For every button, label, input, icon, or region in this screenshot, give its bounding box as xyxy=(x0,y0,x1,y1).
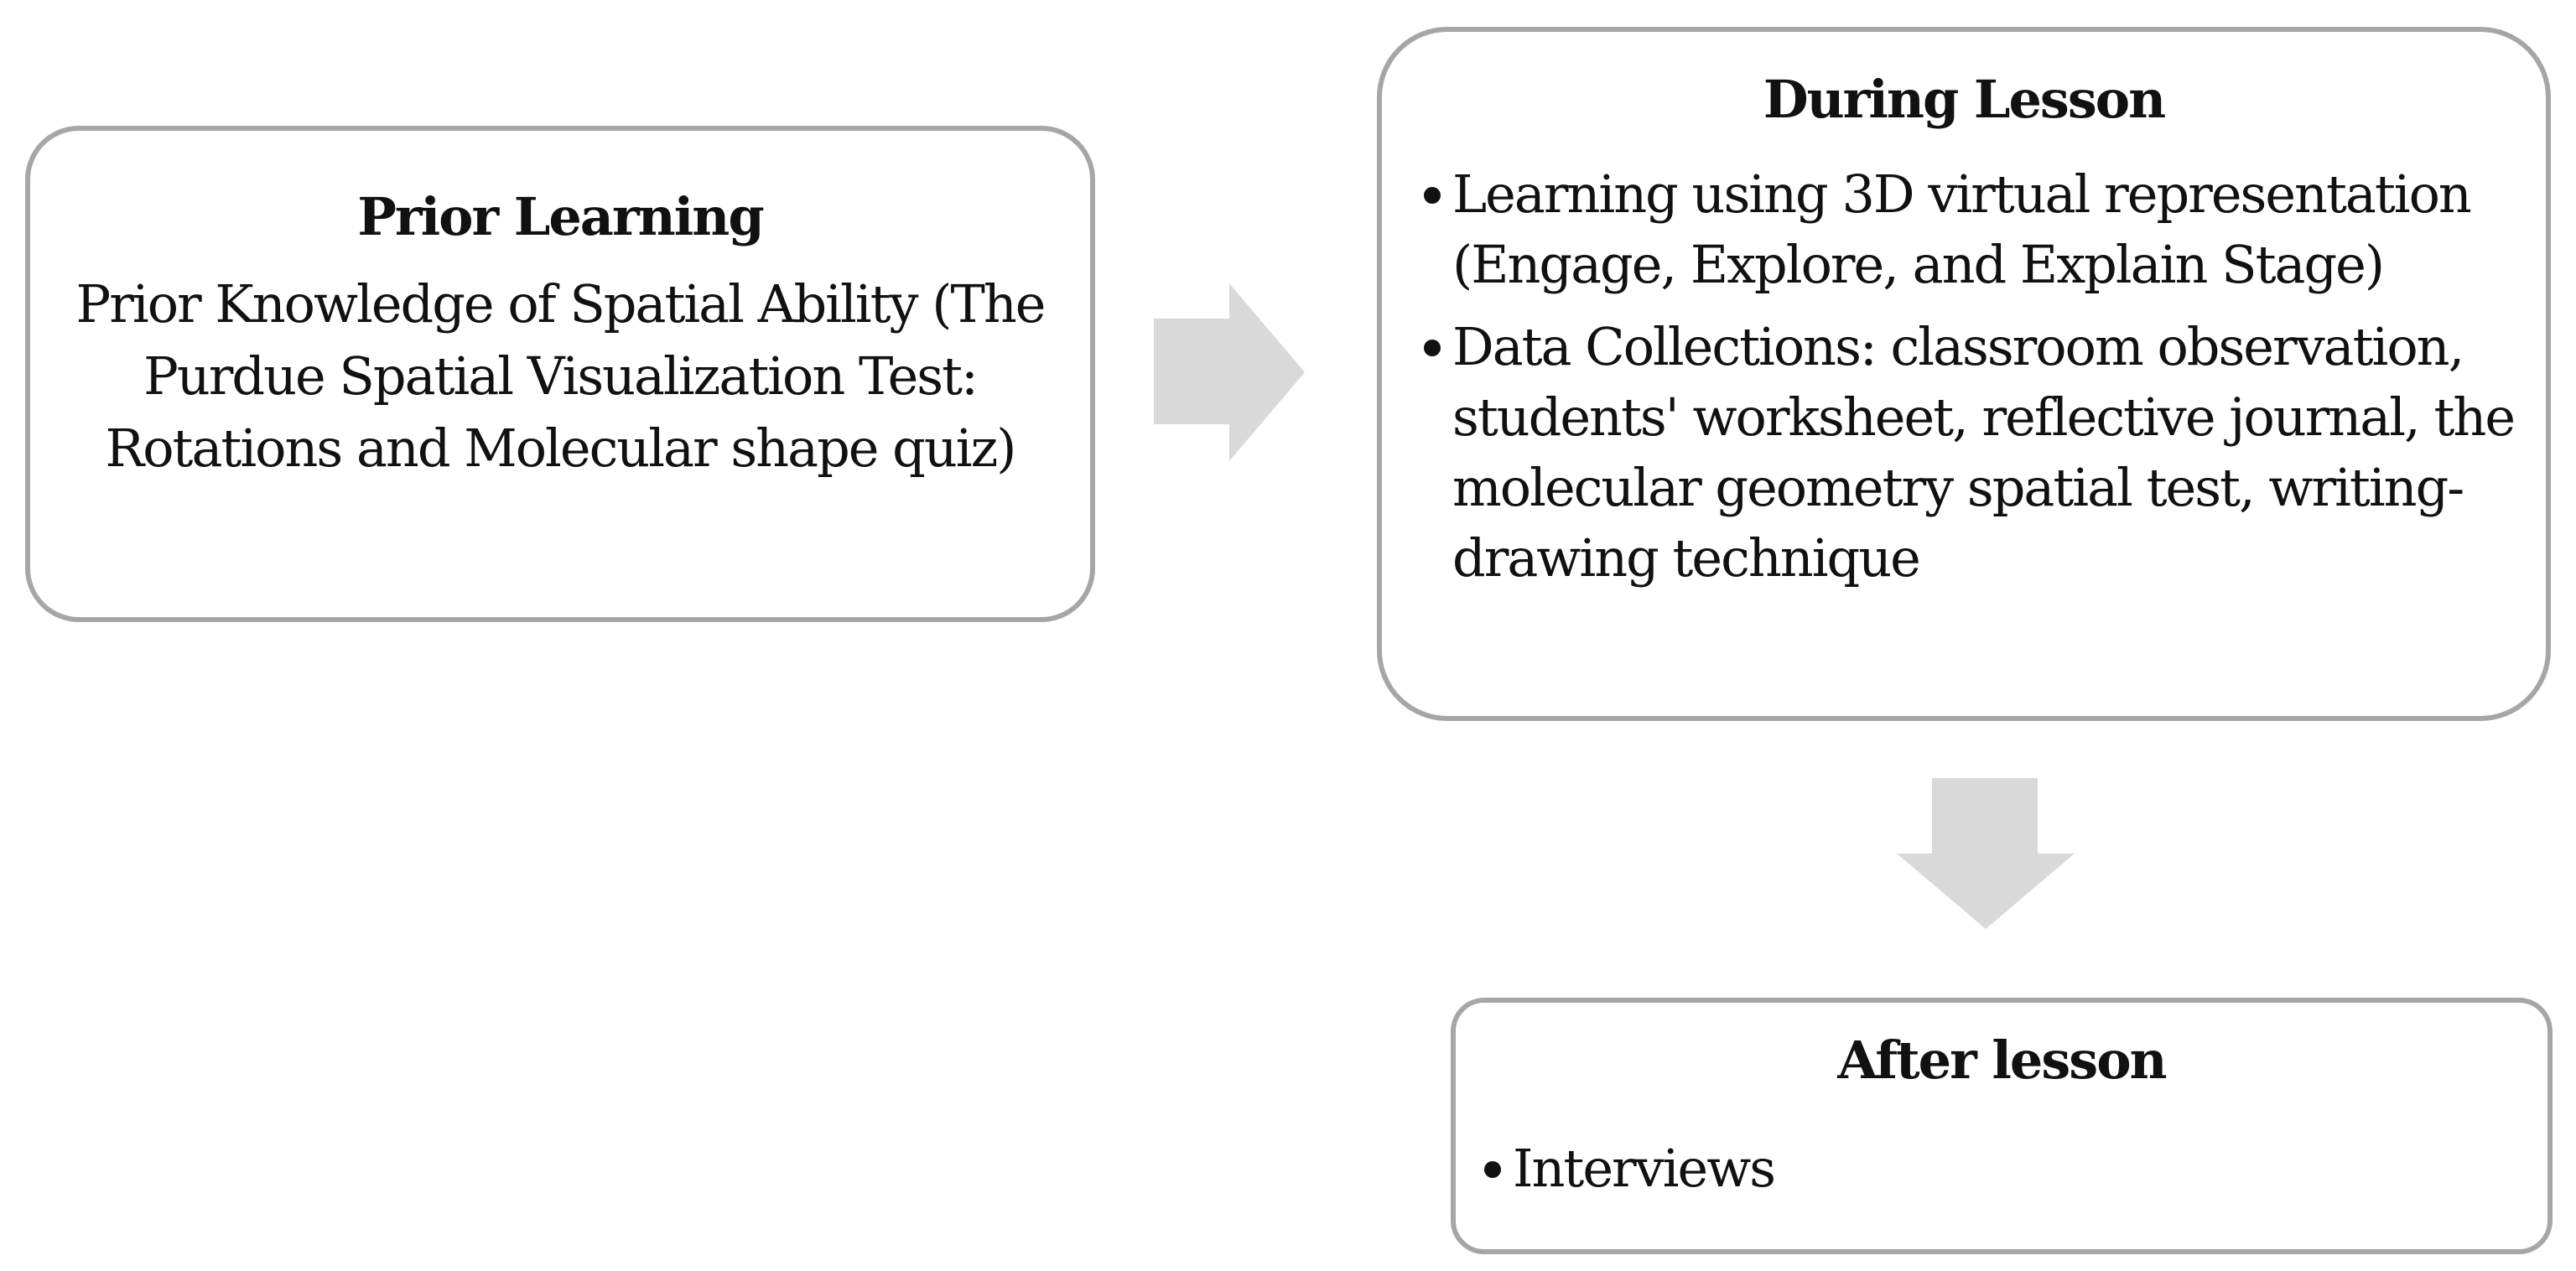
after-item-text: Interviews xyxy=(1513,1138,1776,1199)
bullet-icon xyxy=(1484,1161,1501,1178)
prior-learning-title: Prior Learning xyxy=(357,186,764,247)
bullet-icon xyxy=(1424,187,1441,204)
prior-learning-text: Prior Knowledge of Spatial Ability (The … xyxy=(75,273,1046,479)
bullet-icon xyxy=(1424,340,1441,356)
list-item: Interviews xyxy=(1481,1134,2547,1204)
right-arrow-icon xyxy=(1154,283,1305,461)
list-item: Data Collections: classroom observation,… xyxy=(1420,312,2529,594)
prior-learning-box: Prior Learning Prior Knowledge of Spatia… xyxy=(25,126,1095,622)
during-item-text: Learning using 3D virtual representation… xyxy=(1452,163,2472,295)
list-item: Learning using 3D virtual representation… xyxy=(1420,159,2529,300)
during-item-text: Data Collections: classroom observation,… xyxy=(1452,316,2516,589)
during-lesson-box: During Lesson Learning using 3D virtual … xyxy=(1377,27,2551,721)
after-lesson-box: After lesson Interviews xyxy=(1451,998,2553,1254)
after-lesson-list: Interviews xyxy=(1456,1134,2547,1204)
during-lesson-title: During Lesson xyxy=(1763,69,2166,130)
down-arrow-icon xyxy=(1897,778,2075,929)
during-lesson-list: Learning using 3D virtual representation… xyxy=(1382,159,2546,594)
after-lesson-title: After lesson xyxy=(1837,1030,2167,1091)
